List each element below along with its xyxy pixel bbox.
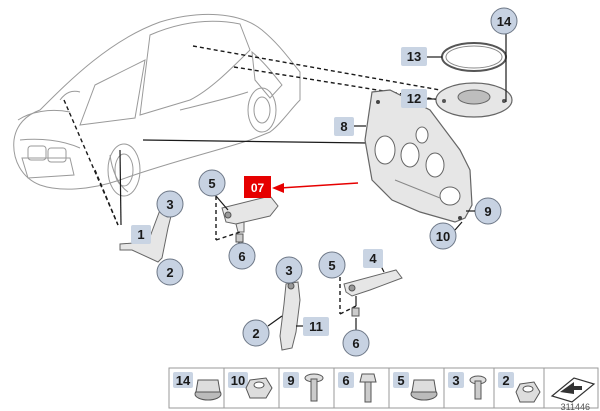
- svg-text:5: 5: [328, 258, 335, 273]
- svg-text:14: 14: [176, 373, 191, 388]
- svg-text:9: 9: [287, 373, 294, 388]
- svg-text:2: 2: [502, 373, 509, 388]
- svg-text:3: 3: [166, 197, 173, 212]
- callout-1: 1: [131, 225, 151, 244]
- seal-ring: [441, 42, 507, 72]
- hex-nut-icon: [245, 377, 273, 399]
- callout-2-left: 2: [156, 258, 184, 286]
- vehicle-outline: [13, 14, 301, 197]
- callout-9: 9: [474, 197, 502, 225]
- svg-text:10: 10: [436, 229, 450, 244]
- callout-5-upper: 5: [198, 169, 226, 197]
- svg-text:13: 13: [407, 49, 421, 64]
- svg-text:6: 6: [342, 373, 349, 388]
- svg-text:12: 12: [407, 91, 421, 106]
- svg-text:6: 6: [238, 249, 245, 264]
- diagram-reference: 311446: [561, 402, 590, 411]
- hardware-legend: 14 10 9 6 5: [168, 367, 599, 411]
- flange-nut-icon: [410, 379, 438, 401]
- callout-3-left: 3: [156, 190, 184, 218]
- bolt-icon: [359, 373, 377, 403]
- svg-text:2: 2: [252, 326, 259, 341]
- svg-text:1: 1: [137, 227, 144, 242]
- svg-text:8: 8: [340, 119, 347, 134]
- svg-text:11: 11: [309, 319, 323, 334]
- expanding-rivet-icon: [304, 373, 324, 402]
- callouts: 14 13 12 8 9 10 5 6 3 1 2 3 2 11 5: [131, 7, 518, 357]
- svg-text:3: 3: [285, 263, 292, 278]
- callout-11: 11: [303, 317, 329, 336]
- callout-13: 13: [401, 47, 427, 66]
- right-bracket: [339, 263, 403, 330]
- callout-8: 8: [334, 117, 354, 136]
- direction-arrow-icon: [550, 377, 596, 403]
- highlight-marker: 07: [244, 176, 359, 198]
- callout-6-upper: 6: [228, 242, 256, 270]
- leader-lines: [63, 45, 470, 226]
- callout-4: 4: [363, 249, 383, 268]
- callout-14: 14: [490, 7, 518, 35]
- trim-panel: [364, 89, 473, 223]
- hex-nut-icon: [515, 381, 541, 403]
- marker-07-box: [244, 176, 271, 198]
- callout-10: 10: [429, 222, 457, 250]
- marker-07-label: 07: [251, 181, 265, 195]
- cover-plate: [435, 30, 513, 118]
- svg-text:5: 5: [208, 176, 215, 191]
- svg-text:14: 14: [497, 14, 512, 29]
- svg-text:10: 10: [231, 373, 245, 388]
- callout-2-center: 2: [242, 319, 270, 347]
- callout-5-lower: 5: [318, 251, 346, 279]
- svg-text:6: 6: [352, 336, 359, 351]
- svg-text:5: 5: [397, 373, 404, 388]
- flange-nut-icon: [194, 379, 222, 401]
- screw-icon: [469, 375, 487, 400]
- callout-6-lower: 6: [342, 329, 370, 357]
- svg-text:4: 4: [369, 251, 377, 266]
- svg-text:9: 9: [484, 204, 491, 219]
- center-bracket: [215, 195, 279, 250]
- svg-text:3: 3: [452, 373, 459, 388]
- callout-3-center: 3: [275, 256, 303, 284]
- callout-12: 12: [401, 89, 427, 108]
- svg-text:2: 2: [166, 265, 173, 280]
